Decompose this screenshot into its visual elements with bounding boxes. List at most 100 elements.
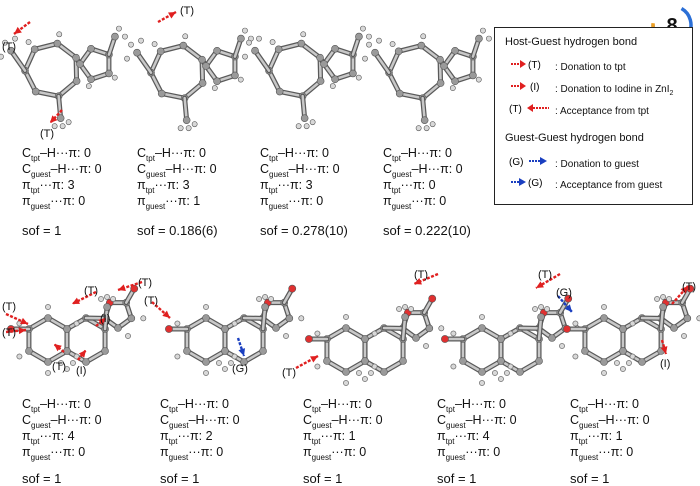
hydrogen-atom <box>376 37 382 44</box>
hydrogen-atom <box>415 125 422 132</box>
hydrogen-atom <box>185 125 192 132</box>
carbon-atom <box>440 62 448 70</box>
hydrogen-atom <box>128 41 134 48</box>
hydrogen-atom <box>110 296 116 302</box>
hydrogen-atom <box>216 360 222 366</box>
carbon-atom <box>213 46 221 55</box>
pi-pi-guest-count: πguest···π: 0 <box>437 445 501 462</box>
guest-label: (G) <box>232 363 248 375</box>
tpt-donation-arrow <box>157 10 177 24</box>
carbon-atom <box>399 357 407 365</box>
carbon-atom <box>76 60 84 68</box>
carbon-atom <box>451 46 459 55</box>
hydrogen-atom <box>174 320 181 327</box>
carbon-atom <box>469 71 477 80</box>
carbon-atom <box>272 324 280 332</box>
hydrogen-atom <box>572 353 579 360</box>
pi-pi-guest-count: πguest···π: 1 <box>137 194 201 211</box>
hydrogen-atom <box>626 360 632 366</box>
oxygen-atom <box>564 294 573 303</box>
tpt-label: (T) <box>180 5 194 17</box>
carbon-atom <box>320 60 328 68</box>
carbon-atom <box>56 114 65 122</box>
bottom-panel-1-sof: sof = 1 <box>22 471 62 486</box>
bottom-panel-3-sof: sof = 1 <box>303 471 343 486</box>
hydrogen-atom <box>269 39 276 45</box>
hydrogen-atom <box>122 33 128 40</box>
hydrogen-atom <box>64 366 70 372</box>
carbon-atom <box>459 357 467 365</box>
carbon-atom <box>202 358 210 366</box>
hydrogen-atom <box>242 27 248 34</box>
bottom-panel-5-sof: sof = 1 <box>570 471 610 486</box>
hydrogen-atom <box>242 53 248 60</box>
hydrogen-atom <box>138 37 144 44</box>
oxygen-atom <box>563 325 571 333</box>
pi-pi-tpt-count: πtpt···π: 4 <box>22 429 75 446</box>
hydrogen-atom <box>51 123 58 130</box>
ch-guest-count: Cguest–H···π: 0 <box>570 413 650 430</box>
top-panel-2-sof: sof = 0.186(6) <box>137 223 218 238</box>
pi-pi-tpt-count: πtpt···π: 3 <box>22 178 75 195</box>
tpt-label: (T) <box>2 41 16 53</box>
svg-text:(G): (G) <box>509 157 523 167</box>
carbon-atom <box>300 114 309 122</box>
oxygen-atom <box>165 325 173 333</box>
ch-tpt-count: Ctpt–H···π: 0 <box>22 146 91 163</box>
carbon-atom <box>581 347 589 355</box>
carbon-atom <box>497 335 505 343</box>
tpt-label: (T) <box>52 361 66 373</box>
carbon-atom <box>72 53 80 62</box>
ch-tpt-count: Ctpt–H···π: 0 <box>383 146 452 163</box>
donation-arrow-icon: (T) <box>511 60 541 71</box>
guest-acceptance-arrow <box>557 295 573 313</box>
hydrogen-atom <box>479 380 485 386</box>
carbon-atom <box>659 303 667 311</box>
hydrogen-atom <box>116 25 122 32</box>
hydrogen-atom <box>408 306 414 312</box>
ch-guest-count: Cguest–H···π: 0 <box>160 413 240 430</box>
tpt-label: (T) <box>682 281 696 293</box>
carbon-atom <box>548 334 556 342</box>
hydrogen-atom <box>329 83 336 89</box>
hydrogen-atom <box>660 294 666 300</box>
ch-tpt-count: Ctpt–H···π: 0 <box>437 397 506 414</box>
hydrogen-atom <box>498 376 504 382</box>
carbon-atom <box>600 314 608 322</box>
hydrogen-atom <box>237 76 244 83</box>
hydrogen-atom <box>111 74 118 81</box>
carbon-atom <box>213 77 221 86</box>
ch-tpt-count: Ctpt–H···π: 0 <box>160 397 229 414</box>
hydrogen-atom <box>203 304 209 310</box>
oxygen-atom <box>441 335 449 343</box>
carbon-atom <box>478 368 486 376</box>
hydrogen-atom <box>295 123 302 130</box>
carbon-atom <box>355 32 363 41</box>
carbon-atom <box>451 77 459 86</box>
carbon-atom <box>475 34 483 43</box>
carbon-atom <box>82 358 90 366</box>
pi-pi-tpt-count: πtpt···π: 4 <box>437 429 490 446</box>
svg-text:(T): (T) <box>528 60 541 70</box>
carbon-atom <box>535 357 543 365</box>
carbon-atom <box>198 55 206 64</box>
carbon-atom <box>417 41 426 50</box>
svg-text:(I): (I) <box>530 82 539 92</box>
oxygen-atom <box>130 284 139 293</box>
guest-donation-arrow-icon: (G) <box>509 157 547 168</box>
hydrogen-atom <box>65 119 72 126</box>
carbon-atom <box>638 358 646 366</box>
carbon-atom <box>316 53 324 62</box>
hydrogen-atom <box>343 380 349 386</box>
legend-host-item-3: (T): Acceptance from tpt <box>509 102 649 117</box>
hydrogen-atom <box>614 360 620 366</box>
legend-guest-item-2-text: : Acceptance from guest <box>555 180 663 191</box>
hydrogen-atom <box>0 53 4 60</box>
pi-pi-guest-count: πguest···π: 0 <box>303 445 367 462</box>
carbon-atom <box>25 347 33 355</box>
hydrogen-atom <box>371 363 378 370</box>
